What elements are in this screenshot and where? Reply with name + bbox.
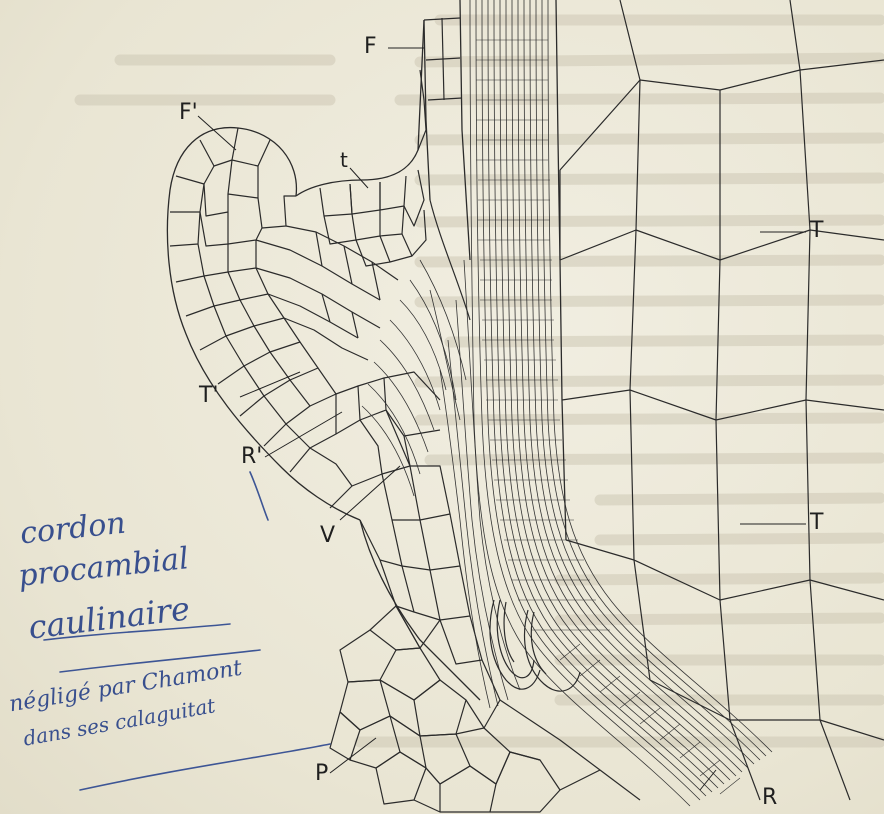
figure-page: F F' t T T' R' V T P R cordon procambial… [0, 0, 884, 814]
handwriting-strokes [0, 0, 884, 814]
